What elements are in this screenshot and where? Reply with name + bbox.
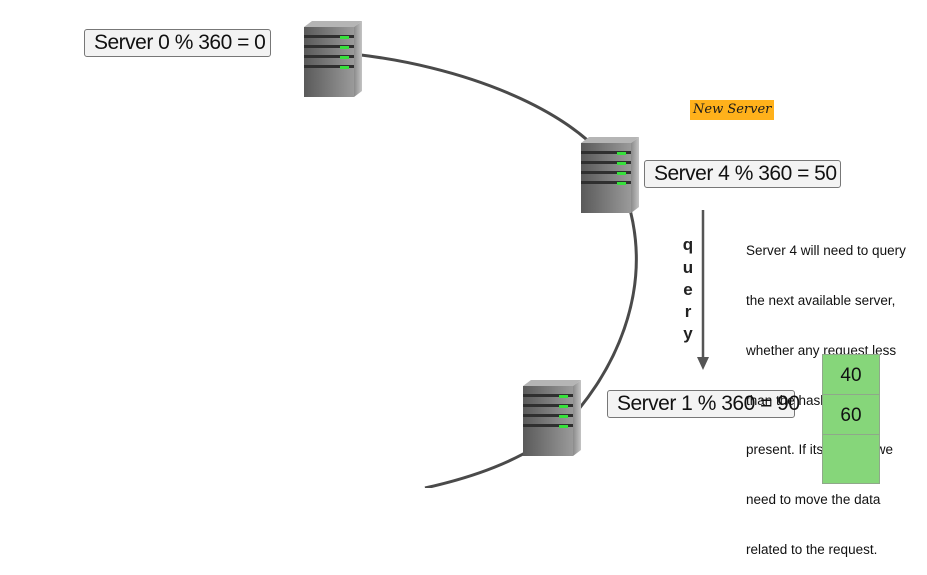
query-letter: r (684, 302, 692, 321)
query-letter: u (682, 258, 694, 277)
query-letter: e (683, 280, 693, 299)
request-cell-empty (822, 434, 880, 484)
request-stack: 40 60 (822, 354, 880, 484)
hash-ring-diagram (304, 21, 709, 488)
note-line: related to the request. (746, 541, 878, 557)
query-letter: y (683, 324, 693, 343)
server-4-label: Server 4 % 360 = 50 (644, 160, 841, 188)
server-4-icon (581, 137, 639, 213)
server-1-icon (523, 380, 581, 456)
query-letter: q (682, 235, 694, 254)
server-0-icon (304, 21, 362, 97)
request-cell: 40 (822, 354, 880, 395)
note-line: whether any request less (746, 342, 897, 358)
hash-ring-arc (329, 50, 638, 488)
note-line: need to move the data (746, 492, 881, 508)
server-0-label: Server 0 % 360 = 0 (84, 29, 271, 57)
server-1-label: Server 1 % 360 = 90 (607, 390, 800, 418)
note-line: the next available server, (746, 292, 896, 308)
request-cell: 60 (822, 394, 880, 435)
note-line: Server 4 will need to query (746, 243, 906, 259)
new-server-tag: New Server (690, 100, 775, 120)
query-arrow (697, 210, 709, 370)
